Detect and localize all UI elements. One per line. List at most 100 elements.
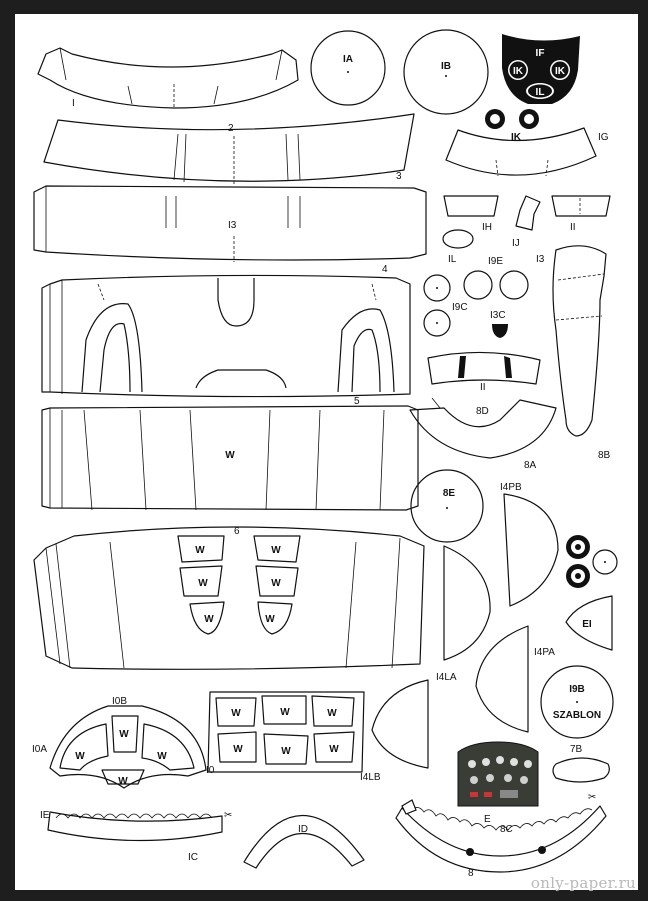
label-1: I — [72, 98, 75, 109]
label-w-10b: W — [75, 751, 85, 762]
part-19b: I9B SZABLON — [540, 665, 614, 739]
part-ih: IH — [443, 195, 499, 233]
label-6: 6 — [234, 526, 240, 537]
watermark: only-paper.ru — [530, 874, 636, 892]
part-8: 8C 8 ✂ — [395, 792, 607, 879]
label-w-6c: W — [198, 578, 208, 589]
label-il-a: IL — [536, 87, 545, 98]
label-w-6e: W — [204, 614, 214, 625]
label-id: ID — [298, 824, 308, 835]
part-ic: IE IC ✂ — [40, 810, 232, 863]
label-w-6f: W — [265, 614, 275, 625]
label-19b: I9B — [569, 684, 585, 695]
label-14pa: I4PA — [534, 647, 555, 658]
label-14lb: I4LB — [360, 772, 381, 783]
part-19e: I9E — [463, 256, 529, 300]
part-7b: 7B — [552, 744, 610, 783]
label-if: IF — [536, 48, 545, 59]
part-14lb: I4LB — [360, 679, 429, 783]
part-10: W W W W W W I0 — [206, 691, 365, 776]
part-2: 2 3 — [43, 113, 415, 184]
part-ig: IG — [445, 127, 609, 177]
label-13c: I3C — [490, 310, 506, 321]
label-14la: I4LA — [436, 672, 457, 683]
label-8d: 8D — [476, 406, 489, 417]
label-e: E — [484, 814, 491, 825]
label-w-10a: W — [119, 729, 129, 740]
label-8: 8 — [468, 868, 474, 879]
part-4: 4 — [41, 264, 411, 398]
label-w-10-2: W — [280, 707, 290, 718]
part-14pa: I4PA — [475, 625, 555, 733]
label-ei: EI — [582, 619, 592, 630]
label-ig: IG — [598, 132, 609, 143]
part-ib: IB — [403, 29, 489, 115]
label-szablon: SZABLON — [553, 710, 601, 721]
label-ii: II — [570, 222, 576, 233]
label-3: 3 — [396, 171, 402, 182]
label-4: 4 — [382, 264, 388, 275]
label-w-6d: W — [271, 578, 281, 589]
part-if: IF IK IK IL — [502, 34, 580, 104]
label-ik-b: IK — [555, 66, 566, 77]
label-19e: I9E — [488, 256, 503, 267]
paper-sheet — [15, 14, 638, 890]
part-13c: I3C — [490, 310, 508, 338]
part-1: I — [37, 47, 299, 109]
label-ic: IC — [188, 852, 198, 863]
label-ih: IH — [482, 222, 492, 233]
part-3: I3 — [33, 185, 427, 262]
label-w-6b: W — [271, 545, 281, 556]
label-5: 5 — [354, 396, 360, 407]
part-13-long: I3 — [536, 245, 607, 437]
part-ii: II — [551, 195, 611, 233]
part-14la: I4LA — [436, 545, 491, 683]
label-10a: I0A — [32, 744, 47, 755]
label-w-10-4: W — [233, 744, 243, 755]
part-wheels — [566, 535, 618, 588]
label-14pb: I4PB — [500, 482, 522, 493]
label-w-10c: W — [157, 751, 167, 762]
scissors-icon: ✂ — [224, 810, 232, 821]
part-10a: I0B I0A W W W W — [32, 696, 207, 789]
label-w-10-1: W — [231, 708, 241, 719]
part-id: ID — [243, 814, 365, 869]
part-ij: IJ — [512, 195, 541, 249]
label-w-10-5: W — [281, 746, 291, 757]
label-w-10d: W — [118, 776, 128, 787]
label-13: I3 — [228, 220, 237, 231]
label-w-6a: W — [195, 545, 205, 556]
label-w-5: W — [225, 450, 235, 461]
label-10b: I0B — [112, 696, 127, 707]
part-ii-curved: II — [427, 351, 541, 393]
label-13-b: I3 — [536, 254, 545, 265]
part-ei: EI — [565, 595, 613, 651]
part-instrument-panel: E — [457, 741, 539, 825]
label-10: I0 — [206, 765, 215, 776]
label-ib: IB — [441, 61, 451, 72]
part-6: 6 W W W W W W — [33, 526, 425, 670]
label-8e: 8E — [443, 488, 456, 499]
part-8e: 8E — [410, 469, 484, 543]
part-19c: I9C — [423, 274, 468, 337]
label-8b: 8B — [598, 450, 611, 461]
label-ij: IJ — [512, 238, 520, 249]
label-w-10-6: W — [329, 744, 339, 755]
label-19c: I9C — [452, 302, 468, 313]
label-7b: 7B — [570, 744, 583, 755]
part-14pb: I4PB — [500, 482, 559, 607]
label-8a: 8A — [524, 460, 537, 471]
part-ik-rings: IK — [485, 109, 539, 143]
part-il: IL — [442, 229, 474, 265]
part-ia: IA — [310, 30, 386, 106]
label-il: IL — [448, 254, 457, 265]
label-w-10-3: W — [327, 708, 337, 719]
scissors-icon: ✂ — [588, 792, 596, 803]
part-8a: 8D 8A 8B — [409, 397, 611, 471]
label-ik-c: IK — [511, 132, 522, 143]
label-ia: IA — [343, 54, 353, 65]
label-ii-2: II — [480, 382, 486, 393]
label-2: 2 — [228, 123, 234, 134]
label-ie: IE — [40, 810, 50, 821]
